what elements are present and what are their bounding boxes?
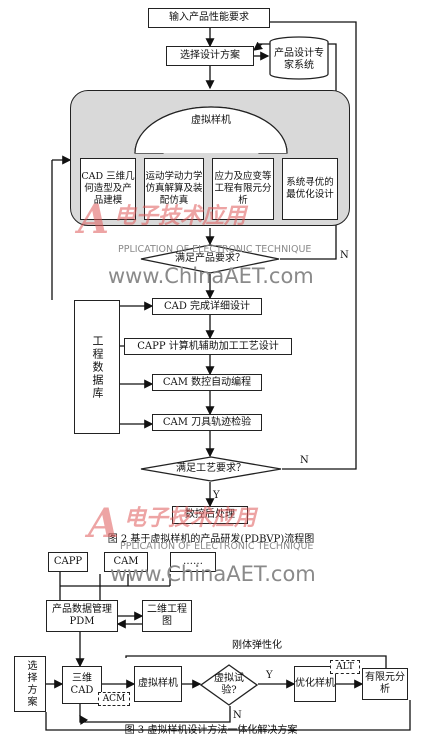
acm-label: ACM — [102, 694, 126, 704]
acm-box: ACM — [98, 692, 130, 706]
cad-modeling-label: CAD 三维几何造型及产品建模 — [81, 171, 135, 206]
fig3-vp-label: 虚拟样机 — [138, 678, 178, 689]
watermark-logo-letter-2: A — [88, 500, 120, 547]
drawing-box: 二维工程图 — [142, 600, 192, 632]
cad3d-label: 三维CAD — [70, 673, 94, 696]
decision-diamond-2 — [140, 456, 282, 482]
select-design-box: 选择设计方案 — [166, 46, 254, 66]
cam-nc-label: CAM 数控自动编程 — [162, 376, 252, 388]
decision-diamond-3 — [199, 664, 259, 706]
cam-nc-box: CAM 数控自动编程 — [152, 374, 262, 391]
engineering-db-box: 工程数据库 — [74, 300, 120, 434]
cad-modeling-box: CAD 三维几何造型及产品建模 — [80, 158, 136, 220]
select-scheme-box: 选择方案 — [14, 656, 46, 712]
rigid-flex-label: 刚体弹性化 — [232, 640, 282, 651]
input-requirements-box: 输入产品性能要求 — [148, 8, 270, 28]
watermark-url-1: www.ChinaAET.com — [108, 264, 314, 288]
vp-label: 虚拟样机 — [191, 115, 231, 126]
stress-analysis-box: 应力及应变等工程有限元分析 — [212, 158, 274, 220]
cam-tool-box: CAM 刀具轨迹检验 — [152, 414, 262, 431]
pdm-label: 产品数据管理 PDM — [52, 604, 112, 627]
fig3-vp-box: 虚拟样机 — [134, 666, 182, 702]
virtual-test-decision: 虚拟试验? — [199, 664, 259, 706]
fea-box: 有限元分析 — [362, 668, 408, 700]
cad-detail-box: CAD 完成详细设计 — [152, 298, 262, 315]
y-label-1: Y — [213, 490, 220, 501]
fig3-cam-label: CAM — [113, 556, 139, 567]
meet-product-label: 满足产品要求？ — [175, 253, 245, 264]
fea-label: 有限元分析 — [365, 672, 405, 695]
post-processing-label: 数控后处理 — [185, 509, 235, 520]
watermark-tagline-1: PPLICATION OF ELECTRONIC TECHNIQUE — [118, 244, 312, 255]
watermark-url-2: www.ChinaAET.com — [110, 562, 316, 586]
kinematics-box: 运动学动力学仿真解算及装配仿真 — [144, 158, 204, 220]
meet-product-decision: 满足产品要求？ — [140, 244, 280, 274]
alt-box: ALT — [330, 660, 360, 674]
expert-system-drum: 产品设计专家系统 — [268, 36, 330, 80]
pdm-box: 产品数据管理 PDM — [46, 600, 118, 632]
select-design-label: 选择设计方案 — [180, 50, 240, 61]
meet-process-label: 满足工艺要求？ — [176, 463, 246, 474]
optimization-label: 系统寻优的最优化设计 — [286, 177, 334, 200]
capp-label: CAPP 计算机辅助加工工艺设计 — [137, 340, 279, 352]
input-requirements-label: 输入产品性能要求 — [169, 12, 249, 23]
fig3-capp-label: CAPP — [53, 556, 83, 567]
watermark-logo-text-2: 电子技术应用 — [124, 505, 257, 531]
vp-arch — [134, 106, 288, 154]
watermark-tagline-2: PPLICATION OF ELECTRONIC TECHNIQUE — [120, 541, 314, 552]
optimized-vp-box: 优化样机 — [294, 666, 336, 702]
fig3-more-box: …… — [170, 552, 216, 572]
cad3d-box: 三维CAD — [62, 666, 102, 704]
alt-label: ALT — [336, 662, 354, 672]
cam-tool-label: CAM 刀具轨迹检验 — [162, 416, 252, 428]
drawing-label: 二维工程图 — [147, 604, 187, 627]
optimized-vp-label: 优化样机 — [295, 678, 335, 689]
optimization-box: 系统寻优的最优化设计 — [282, 158, 338, 220]
watermark-logo-letter: A — [78, 196, 110, 243]
fig3-caption: 图 3 虚拟样机设计方法一体化解决方案 — [124, 725, 298, 736]
expert-system-label: 产品设计专家系统 — [274, 48, 324, 71]
virtual-test-label: 虚拟试验? — [214, 673, 244, 696]
fig2-caption: 图 2 基于虚拟样机的产品研发(PDBVP)流程图 — [107, 534, 315, 545]
select-scheme-label: 选择方案 — [25, 660, 36, 708]
kinematics-label: 运动学动力学仿真解算及装配仿真 — [145, 171, 203, 206]
decision-diamond — [140, 244, 280, 274]
fig3-cam-box: CAM — [104, 552, 148, 572]
capp-box: CAPP 计算机辅助加工工艺设计 — [124, 338, 292, 355]
y-label-2: Y — [266, 670, 273, 681]
fig3-more-label: …… — [183, 556, 203, 567]
stress-analysis-label: 应力及应变等工程有限元分析 — [214, 171, 272, 206]
n-label-2: N — [300, 455, 309, 466]
fig3-capp-box: CAPP — [48, 552, 88, 572]
watermark-logo-text-1: 电子技术应用 — [114, 203, 247, 229]
post-processing-box: 数控后处理 — [172, 506, 248, 524]
n-label-3: N — [233, 710, 242, 721]
engineering-db-label: 工程数据库 — [91, 334, 104, 400]
meet-process-decision: 满足工艺要求？ — [140, 456, 282, 482]
drum-shape — [269, 36, 329, 80]
cad-detail-label: CAD 完成详细设计 — [163, 300, 251, 312]
n-label-1: N — [340, 250, 349, 261]
